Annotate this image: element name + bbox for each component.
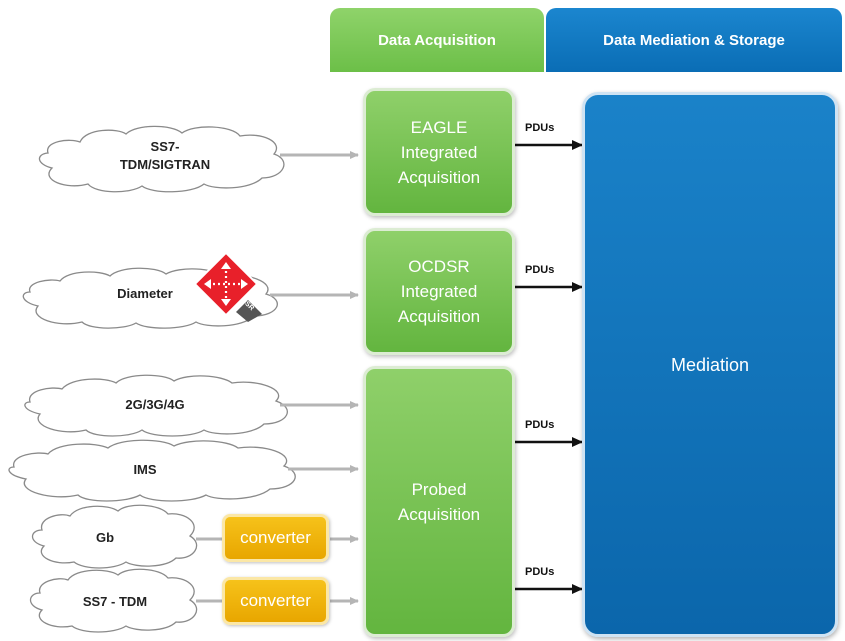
pdu-label-probed-lower: PDUs [525, 566, 555, 578]
cloud-label-ss7-sigtran: SS7- TDM/SIGTRAN [119, 139, 211, 172]
cloud-label-gb: Gb [95, 530, 115, 545]
cloud-label-ss7-tdm: SS7 - TDM [82, 594, 148, 609]
probed-acquisition-box: Probed Acquisition [363, 366, 515, 637]
eagle-integrated-acquisition-box: EAGLE Integrated Acquisition [363, 88, 515, 216]
dsr-badge-icon [193, 251, 262, 322]
probed-box-label: Probed Acquisition [397, 479, 481, 524]
pdu-label-ocdsr: PDUs [525, 264, 555, 276]
cloud-label-2g3g4g: 2G/3G/4G [125, 397, 185, 412]
cloud-ims [8, 439, 296, 502]
converter-box-gb: converter [222, 514, 329, 562]
ocdsr-box-label: OCDSR Integrated Acquisition [397, 257, 481, 326]
cloud-gb [31, 504, 198, 569]
eagle-box-label: EAGLE Integrated Acquisition [397, 117, 481, 187]
mediation-box: Mediation [582, 92, 838, 637]
cloud-2g3g4g [24, 374, 288, 437]
tab-data-mediation-storage: Data Mediation & Storage [546, 8, 842, 72]
cloud-ss7-tdm [29, 568, 198, 633]
cloud-label-ims: IMS [133, 462, 157, 477]
ocdsr-integrated-acquisition-box: OCDSR Integrated Acquisition [363, 228, 515, 355]
cloud-label-diameter: Diameter [117, 286, 173, 301]
mediation-label: Mediation [670, 355, 750, 375]
cloud-ss7-sigtran [38, 125, 285, 193]
tab-data-acquisition: Data Acquisition [330, 8, 544, 72]
input-arrows [196, 151, 359, 605]
converter-box-ss7-tdm: converter [222, 577, 329, 625]
pdu-label-eagle: PDUs [525, 122, 555, 134]
pdu-label-probed-upper: PDUs [525, 419, 555, 431]
pdu-arrows [514, 140, 583, 594]
